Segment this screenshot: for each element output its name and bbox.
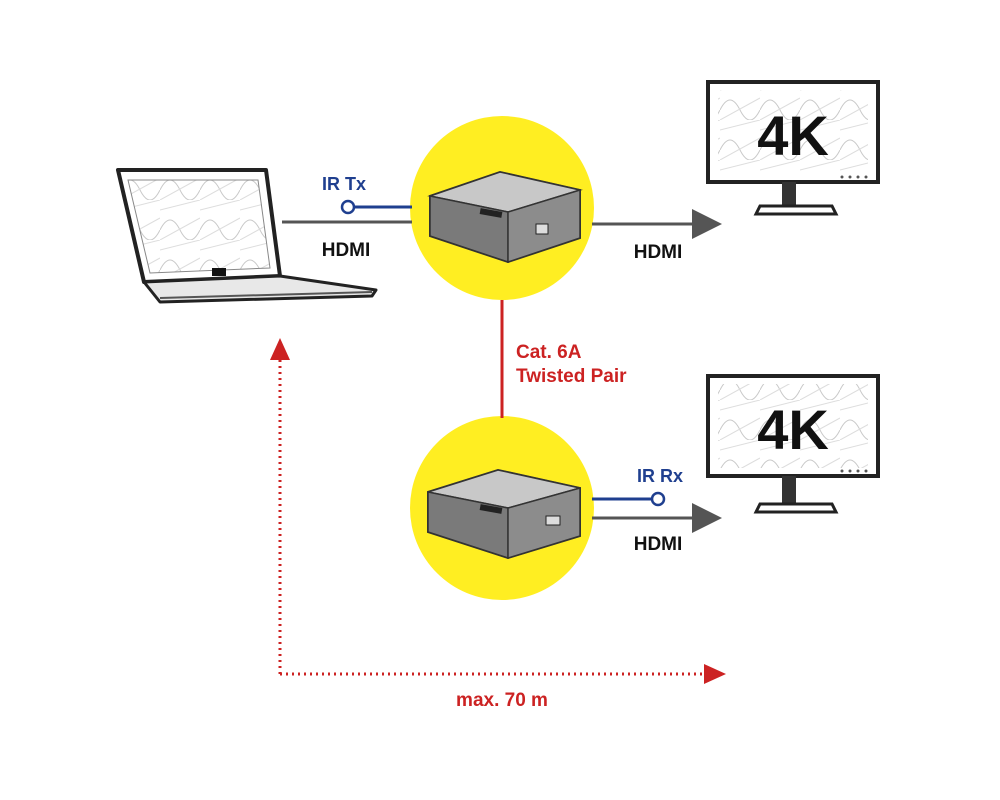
- hdmi-output-bottom-label: HDMI: [634, 534, 683, 555]
- cable-label-line1: Cat. 6A: [516, 342, 582, 363]
- receiver-device-icon: [427, 468, 581, 560]
- hdmi-input-label: HDMI: [322, 240, 371, 261]
- ir-rx-label: IR Rx: [637, 466, 683, 486]
- distance-arrow-right-icon: [704, 664, 726, 684]
- distance-label: max. 70 m: [456, 690, 548, 711]
- monitor-bottom-icon: [706, 374, 880, 514]
- cable-label-line2: Twisted Pair: [516, 366, 627, 387]
- ir-tx-sensor-icon: [340, 199, 356, 215]
- ir-tx-label: IR Tx: [322, 174, 366, 194]
- transmitter-device-icon: [427, 170, 583, 264]
- distance-arrow-up-icon: [270, 338, 290, 360]
- laptop-icon: [116, 168, 378, 304]
- monitor-bottom-4k-label: 4K: [757, 398, 829, 461]
- ir-rx-sensor-icon: [650, 491, 666, 507]
- monitor-top-4k-label: 4K: [757, 104, 829, 167]
- hdmi-output-top-label: HDMI: [634, 242, 683, 263]
- monitor-top-icon: [706, 80, 880, 216]
